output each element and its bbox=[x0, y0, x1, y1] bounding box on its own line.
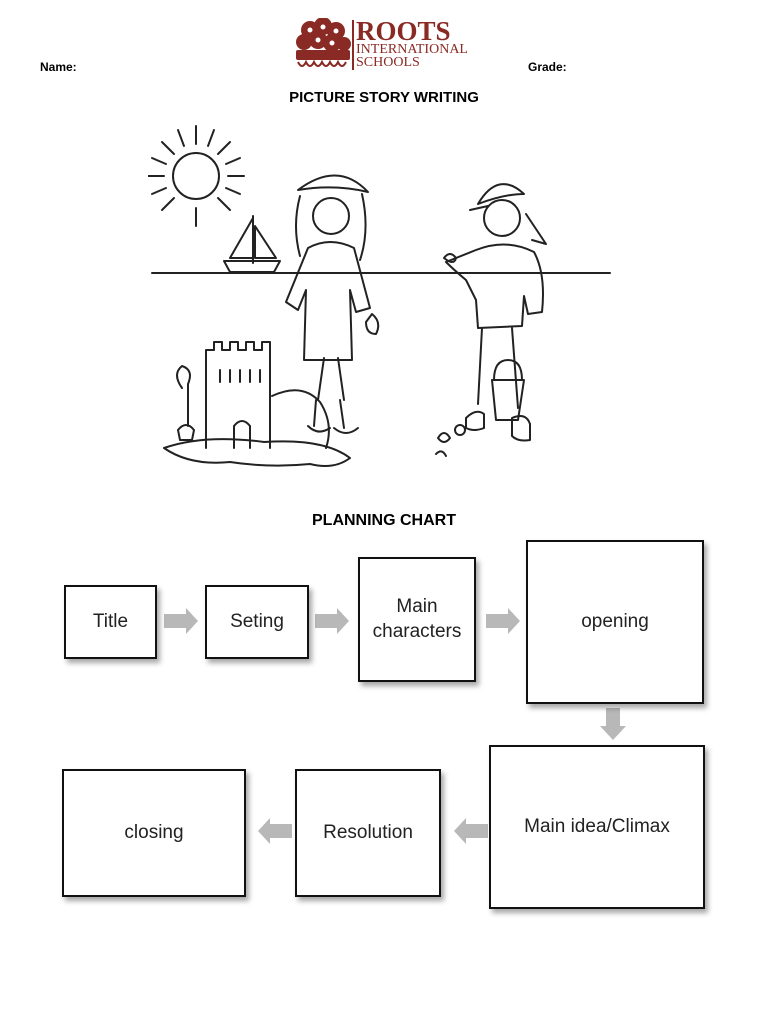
school-logo: ROOTS INTERNATIONAL SCHOOLS bbox=[292, 16, 468, 72]
boy-figure bbox=[443, 183, 547, 442]
sailboat-icon bbox=[223, 215, 281, 273]
logo-schools-text: SCHOOLS bbox=[356, 55, 420, 70]
roots-tree-icon bbox=[296, 17, 354, 70]
picture-title: PICTURE STORY WRITING bbox=[289, 89, 479, 106]
arrow-right-icon bbox=[315, 608, 349, 634]
arrow-right-icon bbox=[486, 608, 520, 634]
closing-box: closing bbox=[62, 769, 246, 897]
setting-box: Seting bbox=[205, 585, 309, 659]
arrow-left-icon bbox=[258, 818, 292, 844]
arrow-left-icon bbox=[454, 818, 488, 844]
main-idea-box: Main idea/Climax bbox=[489, 745, 705, 909]
sun-icon bbox=[148, 125, 245, 227]
name-label: Name: bbox=[40, 60, 77, 74]
arrow-down-icon bbox=[600, 708, 626, 740]
arrow-right-icon bbox=[164, 608, 198, 634]
sandcastle-icon bbox=[163, 341, 351, 467]
opening-box: opening bbox=[526, 540, 704, 704]
logo-roots-text: ROOTS bbox=[356, 16, 451, 46]
main-characters-box: Main characters bbox=[358, 557, 476, 682]
grade-label: Grade: bbox=[528, 60, 567, 74]
logo-international-text: INTERNATIONAL bbox=[356, 42, 468, 57]
title-box: Title bbox=[64, 585, 157, 659]
beach-scene-illustration bbox=[148, 125, 611, 467]
shells-icon bbox=[435, 424, 466, 457]
resolution-box: Resolution bbox=[295, 769, 441, 897]
girl-figure bbox=[285, 174, 380, 434]
chart-title: PLANNING CHART bbox=[312, 512, 456, 529]
